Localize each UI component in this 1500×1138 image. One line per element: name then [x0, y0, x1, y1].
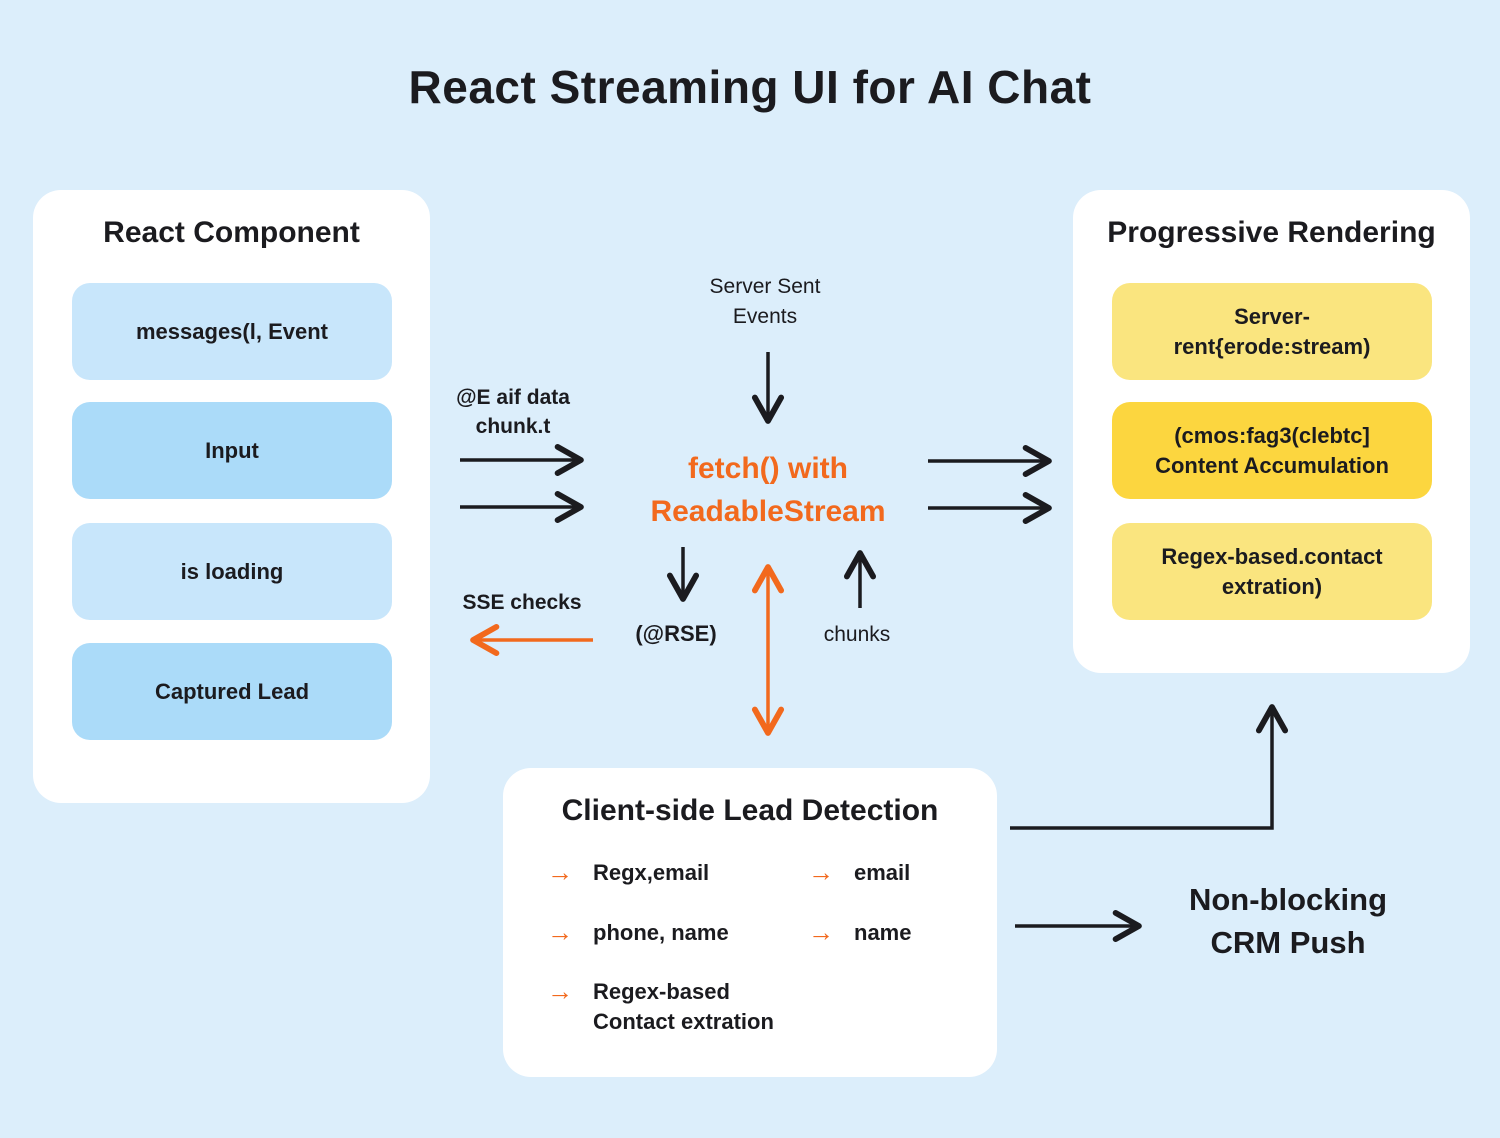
node-line: extration): [1221, 573, 1323, 599]
node-server-rent-stream: Server- rent{erode:stream): [1112, 283, 1432, 380]
arrow-right-icon: →: [547, 976, 573, 1006]
arrow-lead-to-rendering-elbow: [1010, 704, 1289, 830]
progressive-rendering-card: Progressive Rendering Server- rent{erode…: [1073, 190, 1470, 673]
lead-item-text: name: [854, 920, 912, 945]
sse-checks-label: SSE checks: [462, 591, 582, 614]
node-regex-contact-extraction: Regex-based.contact extration): [1112, 523, 1432, 620]
lead-item-regex-based: → Regex-based Contact extration: [547, 977, 774, 1037]
node-messages: messages(l, Event: [72, 283, 392, 380]
node-captured-lead: Captured Lead: [72, 643, 392, 740]
chunk-data-label: @E aif data chunk.t: [403, 383, 623, 441]
arrow-right-icon: →: [547, 857, 573, 887]
node-input: Input: [72, 402, 392, 499]
arrow-right-icon: →: [808, 857, 834, 887]
page-title: React Streaming UI for AI Chat: [408, 61, 1092, 113]
lead-detection-title: Client-side Lead Detection: [561, 794, 939, 827]
arrow-right-icon: →: [808, 917, 834, 947]
lead-item-phone-name: → phone, name: [547, 918, 729, 948]
react-component-title: React Component: [103, 216, 360, 249]
crm-push-label: Non-blocking CRM Push: [1138, 878, 1438, 964]
lead-item-name: → name: [808, 918, 911, 948]
rse-label: (@RSE): [635, 621, 717, 646]
lead-item-text: phone, name: [593, 920, 729, 945]
lead-item-text: email: [854, 860, 911, 885]
node-line: Content Accumulation: [1155, 452, 1389, 478]
node-line: (cmos:fag3(clebtc]: [1174, 422, 1370, 448]
lead-item-text: Contact extration: [593, 1009, 774, 1034]
lead-item-text: Regx,email: [593, 860, 710, 885]
lead-detection-card: Client-side Lead Detection → Regx,email …: [503, 768, 997, 1077]
node-line: Server-: [1234, 303, 1310, 329]
label-line: Events: [732, 305, 798, 328]
node-line: rent{erode:stream): [1173, 333, 1371, 359]
server-sent-events-label: Server Sent Events: [655, 272, 875, 332]
node-is-loading: is loading: [72, 523, 392, 620]
label-line: chunk.t: [475, 415, 551, 438]
label-line: Server Sent: [709, 275, 821, 298]
chunks-label: chunks: [823, 623, 891, 646]
label-line: ReadableStream: [650, 495, 886, 528]
label-line: CRM Push: [1210, 925, 1366, 960]
progressive-rendering-title: Progressive Rendering: [1107, 216, 1436, 249]
lead-item-email: → email: [808, 858, 910, 888]
label-line: @E aif data: [456, 386, 570, 409]
node-content-accumulation: (cmos:fag3(clebtc] Content Accumulation: [1112, 402, 1432, 499]
arrow-right-icon: →: [547, 917, 573, 947]
label-line: fetch() with: [688, 452, 848, 485]
fetch-readablestream-node: fetch() with ReadableStream: [593, 447, 943, 533]
react-component-card: React Component messages(l, Event Input …: [33, 190, 430, 803]
label-line: Non-blocking: [1188, 882, 1388, 917]
lead-item-text: Regex-based: [593, 979, 730, 1004]
node-line: Regex-based.contact: [1161, 543, 1383, 569]
lead-item-regx-email: → Regx,email: [547, 858, 709, 888]
